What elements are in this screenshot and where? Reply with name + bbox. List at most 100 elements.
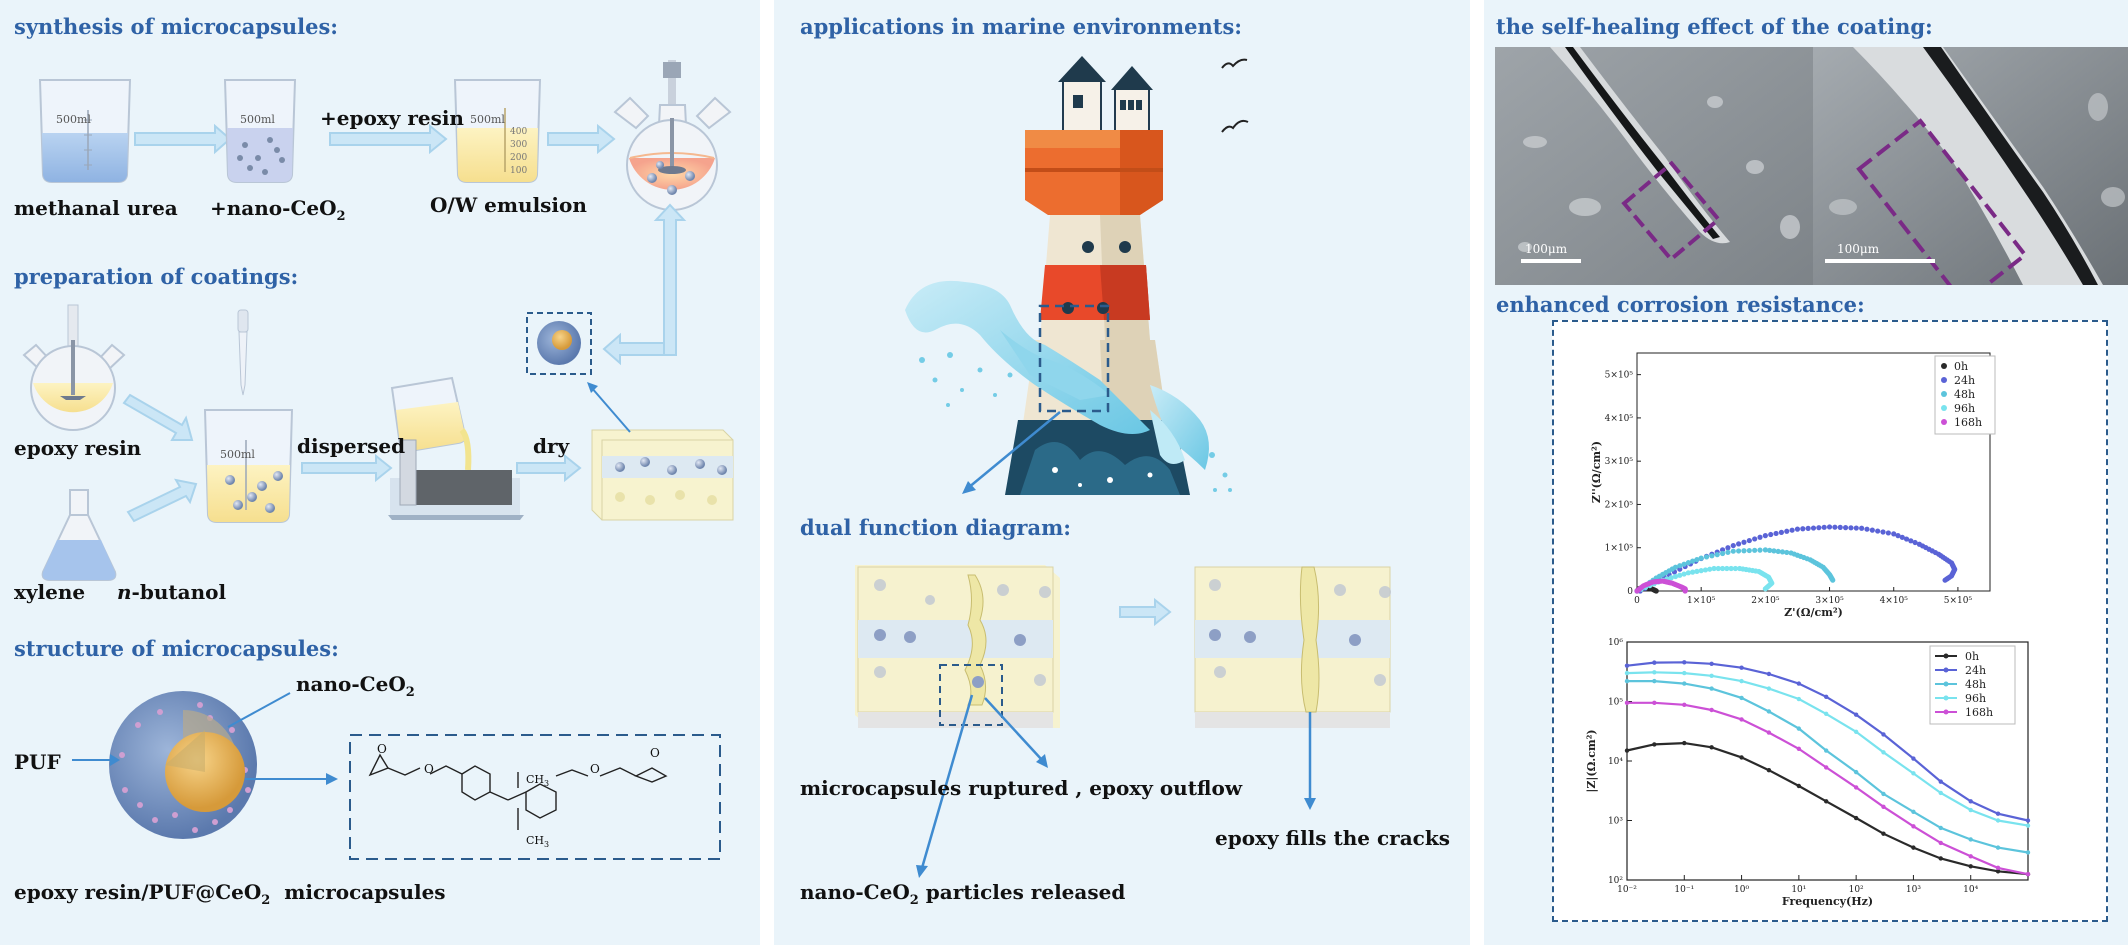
bode-point-24h <box>1709 661 1714 667</box>
nyquist-point-96h <box>1677 572 1683 578</box>
nyquist-legend-marker <box>1941 377 1947 383</box>
line-zoom-to-dual <box>967 411 1061 489</box>
capsule-zoom-box <box>526 312 592 375</box>
bode-point-48h <box>1682 681 1687 686</box>
bode-y-tick-label: 10³ <box>1608 817 1623 827</box>
bode-point-0h <box>1652 742 1657 747</box>
nyquist-point-24h <box>1805 525 1811 531</box>
oxygen-epox-right: O <box>650 746 660 760</box>
bode-point-0h <box>1823 799 1829 804</box>
nyquist-y-tick-label: 1×10⁵ <box>1605 544 1634 554</box>
bode-point-96h <box>1881 750 1886 755</box>
epoxy-flask <box>22 304 126 431</box>
nyquist-x-label: Z'(Ω/cm²) <box>1784 606 1843 619</box>
nyquist-x-tick-label: 4×10⁵ <box>1880 596 1909 606</box>
microcapsule-large <box>109 691 257 839</box>
nyquist-legend-marker <box>1941 405 1947 411</box>
bode-point-0h <box>1968 864 1973 869</box>
nyquist-y-label: Z''(Ω/cm²) <box>1590 441 1603 503</box>
bode-point-48h <box>1709 686 1714 691</box>
beaker3-tick-3: 200 <box>510 153 528 163</box>
bode-point-168h <box>1968 854 1973 859</box>
nyquist-point-48h <box>1672 564 1679 570</box>
beaker-emulsion <box>453 79 542 183</box>
bode-y-label: |Z|(Ω.cm²) <box>1585 729 1598 792</box>
nyquist-x-tick-label: 1×10⁵ <box>1687 596 1716 606</box>
block-ruptured <box>855 565 1060 728</box>
bode-point-0h <box>1624 748 1630 753</box>
nyquist-point-24h <box>1725 545 1731 551</box>
bode-point-48h <box>1766 709 1772 714</box>
bode-point-168h <box>1796 746 1802 752</box>
nyquist-point-48h <box>1752 547 1758 553</box>
arrow-dry <box>516 453 582 483</box>
nyquist-point-24h <box>1810 525 1817 531</box>
nyquist-legend-marker <box>1941 363 1947 369</box>
bode-point-96h <box>1739 678 1744 684</box>
bode-point-24h <box>1853 712 1859 717</box>
nyquist-point-168h <box>1682 588 1688 594</box>
nyquist-point-48h <box>1694 557 1700 563</box>
bode-point-96h <box>1796 696 1802 702</box>
bode-legend-label: 168h <box>1965 706 1993 719</box>
ow-emulsion-label: O/W emulsion <box>430 193 587 217</box>
nyquist-point-96h <box>1711 565 1717 572</box>
nyquist-point-48h <box>1784 549 1790 556</box>
nyquist-point-24h <box>1784 528 1790 534</box>
nyquist-point-24h <box>1762 533 1768 539</box>
bode-point-168h <box>1682 702 1687 708</box>
bode-point-24h <box>2025 818 2031 823</box>
line-to-ruptured <box>984 697 1043 761</box>
coating-block <box>591 429 734 521</box>
nyquist-point-24h <box>1800 526 1806 532</box>
nyquist-point-96h <box>1728 565 1734 572</box>
bode-x-tick-label: 10⁻¹ <box>1674 885 1694 895</box>
nyquist-point-96h <box>1672 573 1679 580</box>
bird-2 <box>1221 119 1249 133</box>
bode-x-tick-label: 10⁴ <box>1963 885 1978 895</box>
nyquist-point-24h <box>1885 530 1891 536</box>
nyquist-point-96h <box>1707 566 1713 572</box>
bode-x-tick-label: 10⁻² <box>1617 885 1637 895</box>
scale-bar-left: 100μm <box>1525 242 1568 256</box>
dry-label: dry <box>533 434 570 458</box>
epoxy-resin-plus-label: +epoxy resin <box>320 106 464 130</box>
bode-point-168h <box>1709 707 1714 713</box>
nyquist-point-48h <box>1779 549 1786 555</box>
nyquist-point-48h <box>1698 555 1704 561</box>
bode-point-24h <box>1796 681 1802 686</box>
n-butanol-label: n-butanol <box>117 580 227 604</box>
nyquist-point-96h <box>1694 568 1700 574</box>
nyquist-point-24h <box>1848 525 1854 531</box>
bode-point-48h <box>1624 678 1630 684</box>
bode-point-48h <box>1881 791 1886 797</box>
nyquist-point-48h <box>1757 547 1763 553</box>
bode-point-24h <box>1739 665 1744 670</box>
bode-legend-marker <box>1943 695 1949 701</box>
xylene-flask <box>41 489 117 581</box>
self-healing-title: the self-healing effect of the coating: <box>1496 14 1933 39</box>
arrow-synthesis-1 <box>134 123 232 155</box>
sem-image-right: 100μm <box>1813 47 2128 285</box>
bode-point-96h <box>1938 790 1943 796</box>
bode-point-0h <box>1911 845 1916 850</box>
oxygen-right: O <box>590 762 600 776</box>
particles-released-label: nano-CeO2 particles released <box>800 880 1126 908</box>
nyquist-y-tick-label: 3×10⁵ <box>1605 457 1634 467</box>
arrow-synthesis-3 <box>547 123 616 155</box>
bode-point-168h <box>1995 865 2001 871</box>
oxygen-epox-left: O <box>377 742 387 756</box>
bode-point-24h <box>1881 732 1886 737</box>
urea-label: urea <box>127 196 178 220</box>
nyquist-point-24h <box>1891 531 1897 537</box>
nyquist-legend-label: 96h <box>1954 402 1975 415</box>
bode-point-96h <box>1968 807 1973 813</box>
bode-point-168h <box>1766 730 1772 735</box>
bode-y-tick-label: 10⁶ <box>1608 638 1623 648</box>
bode-point-168h <box>1739 717 1744 722</box>
bird-1 <box>1221 58 1248 69</box>
bode-point-0h <box>1938 856 1943 861</box>
arrow-dispersed <box>301 453 393 483</box>
methanal-label: methanal <box>14 196 120 220</box>
